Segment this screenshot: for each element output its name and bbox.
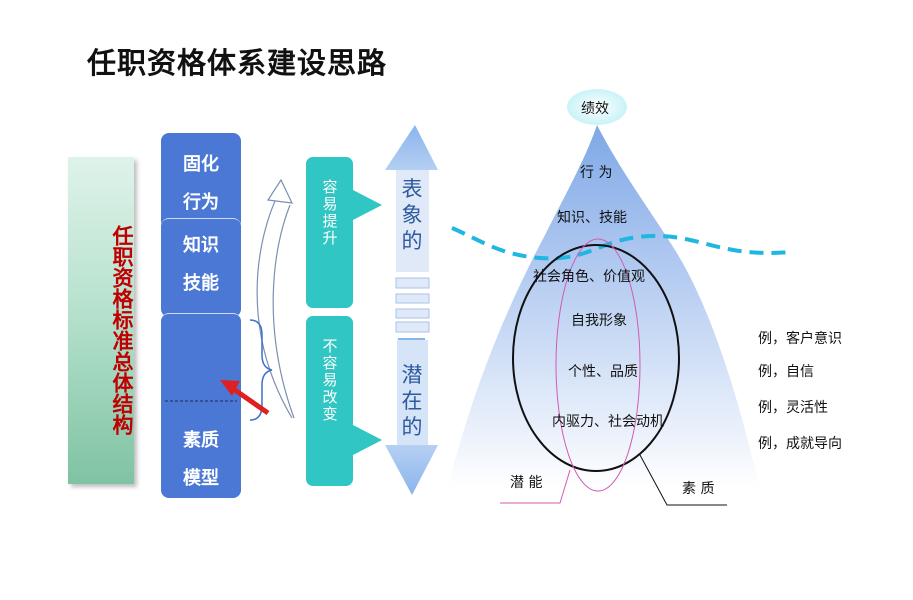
- example-label: 例，成就导向: [758, 436, 842, 452]
- block-label: 模型: [183, 468, 219, 489]
- curved-arrow-head: [266, 178, 294, 204]
- red-arrow-head: [220, 380, 240, 396]
- block-label: 行为: [183, 192, 219, 213]
- pointer-down: [353, 425, 382, 455]
- knowledge-label: 知识、技能: [557, 210, 627, 226]
- teal-label: 容易提升: [320, 179, 339, 247]
- structure-label-text: 任职资格标准总体结构: [110, 225, 134, 435]
- potential-ellipse: [555, 238, 641, 492]
- quality-model-block: 素质 模型: [161, 313, 241, 498]
- iceberg: [447, 125, 760, 490]
- structure-label-box: [68, 157, 134, 484]
- quality-ellipse: [512, 244, 680, 472]
- teal-label: 不容易改变: [320, 338, 339, 423]
- behavior-label: 行 为: [580, 165, 613, 181]
- block-label: 素质: [183, 430, 219, 451]
- red-arrow: [230, 385, 270, 416]
- curved-arrow: [256, 189, 293, 419]
- block-label: 知识: [183, 235, 219, 256]
- easy-improve-box: 容易提升: [306, 157, 353, 308]
- iceberg-top: [567, 89, 627, 125]
- example-label: 例，客户意识: [758, 331, 842, 347]
- page-title: 任职资格体系建设思路: [87, 46, 388, 80]
- pointer-up: [353, 190, 382, 220]
- traits-label: 个性、品质: [568, 364, 638, 380]
- fixed-behavior-block: 固化 行为: [161, 133, 241, 229]
- block-label: 技能: [183, 273, 219, 294]
- example-label: 例，自信: [758, 364, 814, 380]
- role-label: 社会角色、价值观: [533, 269, 645, 285]
- example-label: 例，灵活性: [758, 400, 828, 416]
- latent-label: 潜在的: [401, 363, 423, 439]
- quality-leader: [639, 454, 727, 506]
- potential-leader: [500, 469, 571, 504]
- performance-label: 绩效: [581, 101, 609, 117]
- surface-label: 表象的: [401, 177, 423, 253]
- motivation-label: 内驱力、社会动机: [552, 414, 664, 430]
- block-label: 固化: [183, 154, 219, 175]
- quality-label: 素 质: [682, 481, 715, 497]
- self-image-label: 自我形象: [571, 313, 627, 329]
- brace: [249, 319, 273, 421]
- potential-label: 潜 能: [510, 475, 543, 491]
- curved-arrow: [272, 204, 295, 419]
- hard-change-box: 不容易改变: [306, 316, 353, 486]
- knowledge-skill-block: 知识 技能: [161, 218, 241, 317]
